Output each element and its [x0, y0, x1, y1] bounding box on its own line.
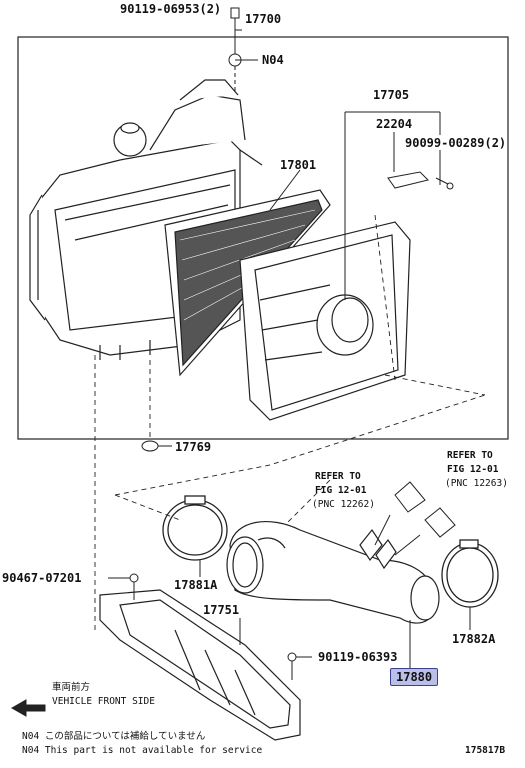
part-17882a-label[interactable]: 17882A — [452, 632, 496, 646]
ref-connectors — [374, 481, 456, 556]
bolt-17700-group — [228, 7, 258, 92]
part-90099-00289-label[interactable]: 90099-00289(2) — [405, 136, 507, 150]
note-n04-jp: N04 この部品については補給していません — [22, 731, 206, 742]
ref1-line1: REFER TO — [315, 471, 361, 482]
part-17880-label-highlighted[interactable]: 17880 — [390, 668, 439, 686]
part-17801-label[interactable]: 17801 — [280, 158, 317, 172]
part-17769-label[interactable]: 17769 — [175, 440, 212, 454]
figure-id: 175817B — [465, 745, 506, 756]
clamp-17882a — [441, 539, 499, 608]
nut-17769 — [141, 440, 172, 452]
vehicle-front-en: VEHICLE FRONT SIDE — [52, 696, 155, 707]
sensor-group-17705 — [344, 111, 454, 300]
part-90467-07201-label[interactable]: 90467-07201 — [2, 571, 82, 585]
ref1-line2[interactable]: FIG 12-01 — [315, 485, 367, 496]
part-17751-label[interactable]: 17751 — [203, 603, 240, 617]
note-n04-en: N04 This part is not available for servi… — [22, 745, 263, 756]
part-17700-label[interactable]: 17700 — [245, 12, 282, 26]
intake-duct-17751 — [99, 589, 301, 741]
clamp-17881a — [162, 495, 228, 561]
lower-leaders — [108, 169, 471, 680]
vehicle-front-arrow — [10, 699, 46, 717]
part-22204-label[interactable]: 22204 — [376, 117, 413, 131]
part-90119-06953-label[interactable]: 90119-06953(2) — [120, 2, 222, 16]
ref2-pnc: (PNC 12263) — [445, 478, 508, 489]
part-n04-label[interactable]: N04 — [262, 53, 284, 67]
ref2-line1: REFER TO — [447, 450, 493, 461]
intake-hose-17880 — [226, 521, 440, 624]
ref1-pnc: (PNC 12262) — [312, 499, 375, 510]
part-17705-label[interactable]: 17705 — [373, 88, 410, 102]
guide-lines — [94, 214, 486, 630]
part-90119-06393-label[interactable]: 90119-06393 — [318, 650, 398, 664]
vehicle-front-jp: 車両前方 — [52, 682, 91, 693]
ref2-line2[interactable]: FIG 12-01 — [447, 464, 499, 475]
part-17881a-label[interactable]: 17881A — [174, 578, 218, 592]
assembly-frame — [17, 36, 509, 440]
air-cleaner-cap — [239, 221, 411, 421]
